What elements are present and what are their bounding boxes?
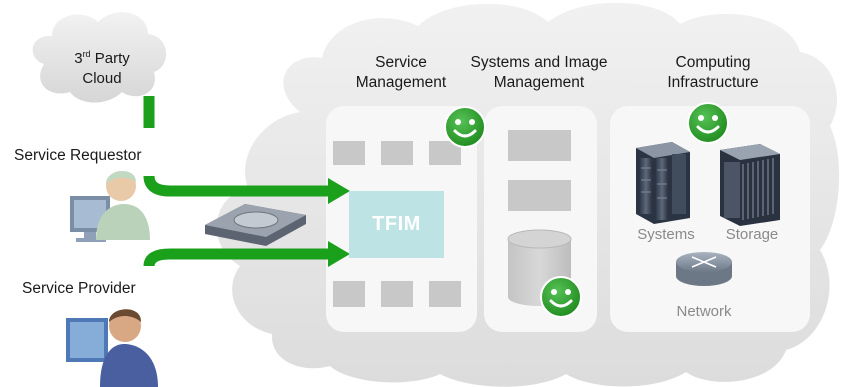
arrowhead-requestor [328, 178, 350, 204]
service-provider-label: Service Provider [22, 280, 136, 297]
service-requestor-icon [70, 170, 150, 242]
tfim-box: TFIM [349, 191, 444, 258]
computing-infrastructure-title: Computing Infrastructure [667, 54, 759, 91]
third-party-cloud [32, 12, 167, 103]
systems-label: Systems [637, 226, 695, 243]
image-blocks [508, 130, 571, 211]
network-label: Network [676, 303, 732, 320]
smiley-computing-infrastructure [687, 102, 729, 144]
service-management-blocks [333, 141, 461, 307]
systems-server-icon [636, 142, 690, 224]
third-party-cloud-label: 3rd Party Cloud [74, 49, 130, 88]
smiley-systems-image [540, 276, 582, 318]
service-provider-icon [66, 309, 158, 387]
arrowhead-provider [328, 241, 350, 267]
service-management-title: Service Management [355, 54, 447, 91]
storage-label: Storage [725, 226, 779, 243]
storage-array-icon [720, 144, 780, 226]
service-requestor-label: Service Requestor [14, 147, 142, 164]
systems-image-management-title: Systems and Image Management [470, 54, 608, 91]
smiley-service-management [444, 106, 486, 148]
gateway-appliance-icon [205, 204, 306, 246]
connection-lines [143, 96, 330, 267]
network-router-icon [676, 252, 732, 286]
